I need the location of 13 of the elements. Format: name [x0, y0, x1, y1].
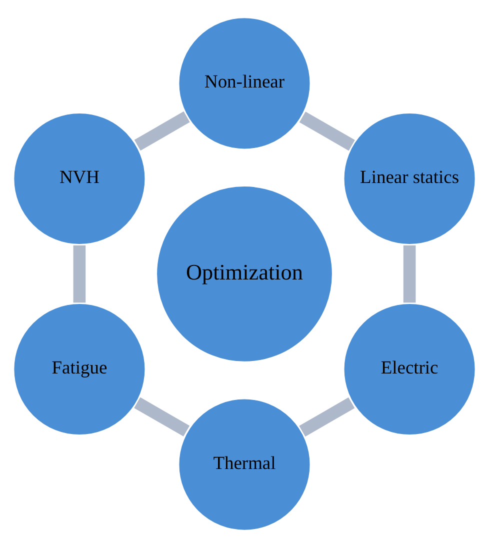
connector: [134, 397, 190, 436]
node-circle: Non-linear: [176, 16, 312, 152]
connector: [73, 245, 86, 303]
node-circle: Fatigue: [12, 302, 148, 438]
connector: [299, 112, 355, 151]
node-circle: Linear statics: [342, 110, 478, 246]
node-circle: NVH: [12, 110, 148, 246]
node-circle: Optimization: [154, 184, 334, 364]
connector: [299, 397, 355, 437]
connector: [134, 111, 190, 151]
node-circle: Thermal: [176, 396, 312, 532]
connector: [403, 245, 416, 303]
node-circle: Electric: [342, 302, 478, 438]
